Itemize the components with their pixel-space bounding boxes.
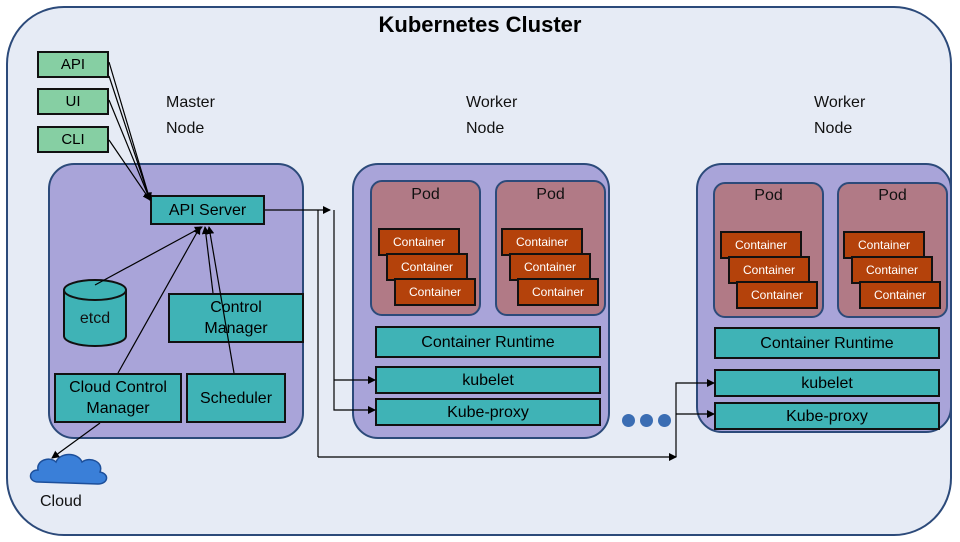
cloud-label: Cloud — [40, 493, 82, 510]
container-box: Container — [378, 228, 460, 256]
ellipsis-dot — [622, 414, 635, 427]
pod-right-1-label: Pod — [754, 187, 783, 204]
cloud-control-manager-line1: Cloud Control — [69, 379, 167, 396]
container-box: Container — [859, 281, 941, 309]
worker-node-left-label-line2: Node — [466, 120, 505, 137]
container-box: Container — [394, 278, 476, 306]
worker-node-right-label-line2: Node — [814, 120, 853, 137]
cluster-title: Kubernetes Cluster — [378, 12, 582, 37]
worker-node-left-label: Worker Node — [466, 90, 517, 142]
container-box: Container — [517, 278, 599, 306]
ellipsis-dot — [658, 414, 671, 427]
worker-node-right-label: Worker Node — [814, 90, 865, 142]
cloud-control-manager-line2: Manager — [86, 400, 150, 417]
container-runtime-left: Container Runtime — [375, 326, 601, 358]
worker-node-left-label-line1: Worker — [466, 94, 518, 111]
pod-left-1-label: Pod — [411, 186, 440, 203]
kubelet-left: kubelet — [375, 366, 601, 394]
ellipsis-dot — [640, 414, 653, 427]
etcd-cylinder — [63, 279, 127, 347]
worker-node-right-label-line1: Worker — [814, 94, 866, 111]
master-node-label-line2: Node — [166, 120, 205, 137]
control-manager-line2: Manager — [204, 320, 268, 337]
cloud-control-manager-box: Cloud Control Manager — [54, 373, 182, 423]
ui-client-box: UI — [37, 88, 109, 115]
scheduler-box: Scheduler — [186, 373, 286, 423]
pod-right-2-label: Pod — [878, 187, 907, 204]
kube-proxy-right: Kube-proxy — [714, 402, 940, 430]
container-box: Container — [736, 281, 818, 309]
api-server-box: API Server — [150, 195, 265, 225]
api-client-box: API — [37, 51, 109, 78]
pod-left-2-label: Pod — [536, 186, 565, 203]
kube-proxy-left: Kube-proxy — [375, 398, 601, 426]
container-runtime-right: Container Runtime — [714, 327, 940, 359]
kubelet-right: kubelet — [714, 369, 940, 397]
master-node-label-line1: Master — [166, 94, 215, 111]
control-manager-box: Control Manager — [168, 293, 304, 343]
cli-client-box: CLI — [37, 126, 109, 153]
cloud-icon — [29, 453, 108, 485]
master-node-label: Master Node — [166, 90, 215, 142]
etcd-label: etcd — [79, 310, 111, 327]
